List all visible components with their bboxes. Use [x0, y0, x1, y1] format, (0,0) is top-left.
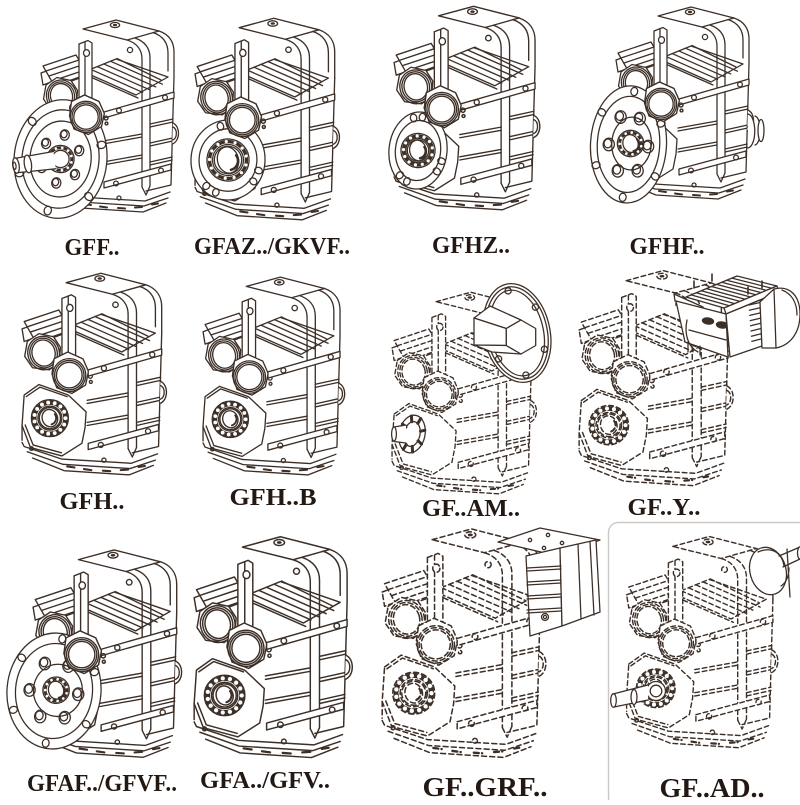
svg-text:GF..AD..: GF..AD..	[660, 773, 765, 800]
svg-text:GF..AM..: GF..AM..	[422, 496, 520, 522]
svg-text:GFH..: GFH..	[60, 489, 125, 515]
svg-text:GF..Y..: GF..Y..	[628, 495, 701, 521]
svg-text:GFF..: GFF..	[65, 235, 120, 261]
svg-text:GFH..B: GFH..B	[230, 485, 317, 511]
svg-text:GFHZ..: GFHZ..	[432, 233, 510, 259]
svg-text:GFHF..: GFHF..	[630, 234, 705, 260]
svg-text:GFA../GFV..: GFA../GFV..	[200, 768, 330, 794]
svg-text:GFAZ../GKVF..: GFAZ../GKVF..	[194, 234, 350, 260]
svg-text:GFAF../GFVF..: GFAF../GFVF..	[27, 771, 177, 797]
svg-text:GF..GRF..: GF..GRF..	[423, 772, 548, 800]
